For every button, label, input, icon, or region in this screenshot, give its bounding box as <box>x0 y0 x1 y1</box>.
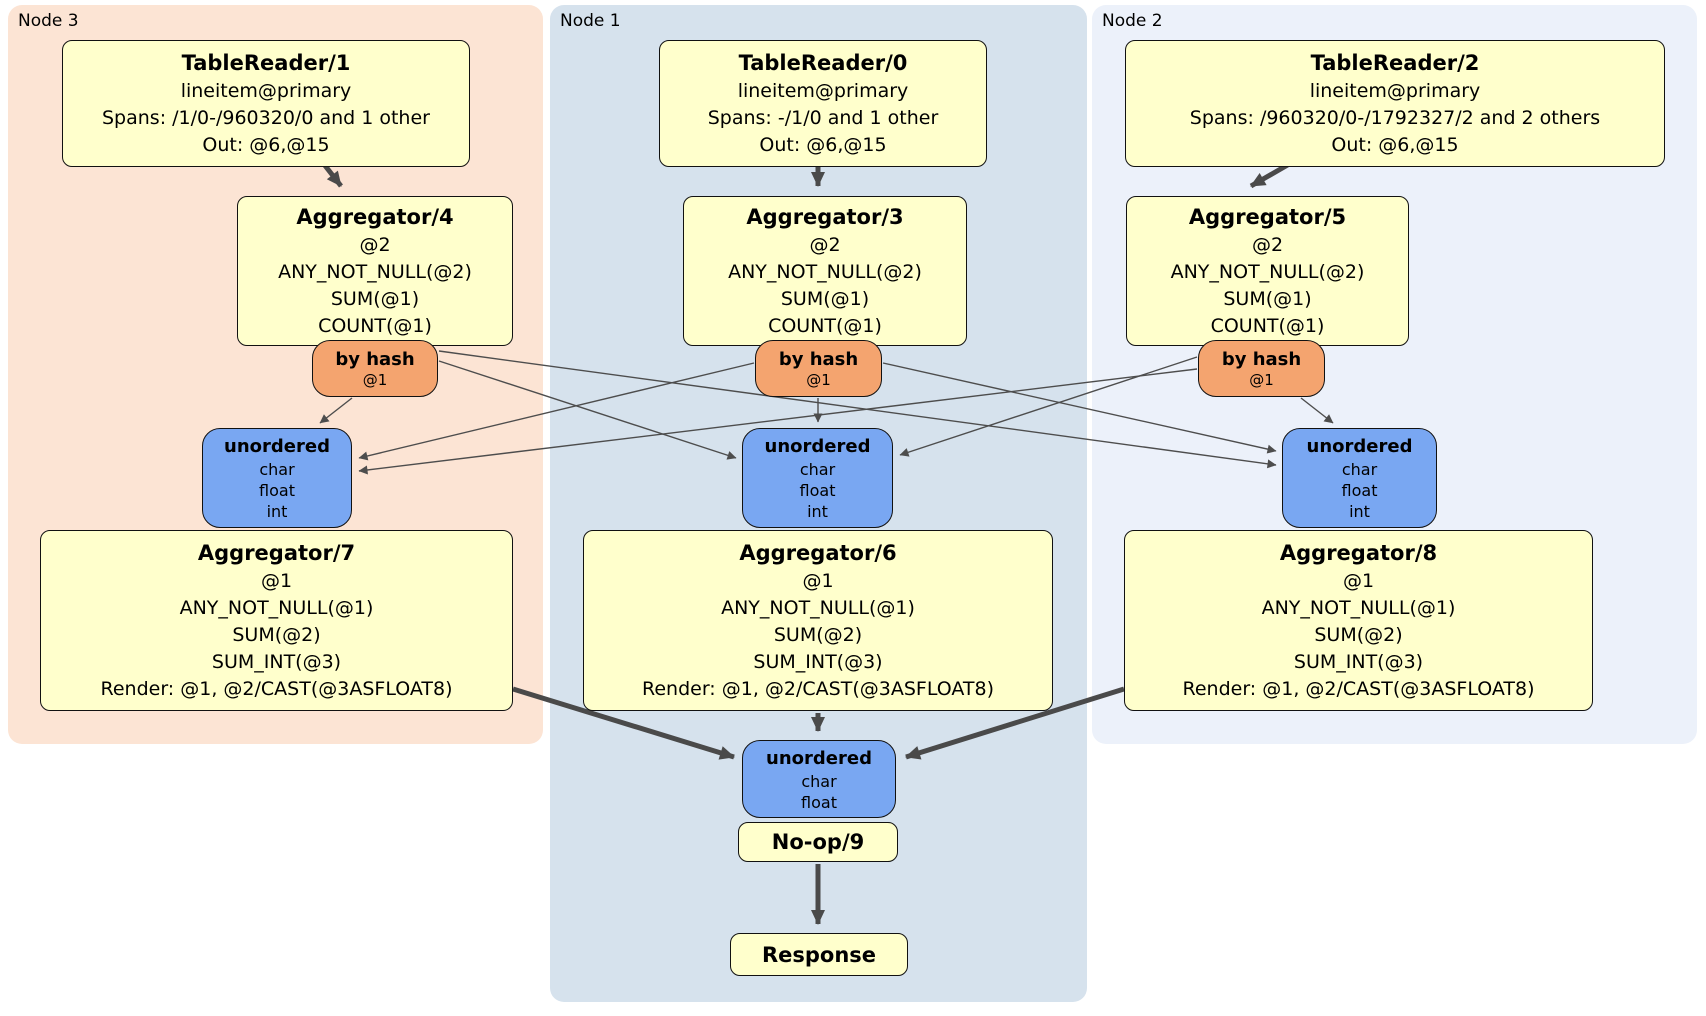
sync-node3-col2: float <box>259 481 295 500</box>
aggregator-5-fn1: ANY_NOT_NULL(@2) <box>1170 260 1365 283</box>
aggregator-4-fn1: ANY_NOT_NULL(@2) <box>278 260 472 283</box>
sync-final-col1: char <box>801 771 837 791</box>
sync-node1-col1: char <box>799 460 836 479</box>
processor-tablereader-2: TableReader/2 lineitem@primary Spans: /9… <box>1125 40 1665 167</box>
router-node3-title: by hash <box>335 348 415 370</box>
tablereader-2-title: TableReader/2 <box>1310 50 1480 75</box>
processor-aggregator-3: Aggregator/3 @2 ANY_NOT_NULL(@2) SUM(@1)… <box>683 196 967 346</box>
tablereader-2-spans: Spans: /960320/0-/1792327/2 and 2 others <box>1189 106 1601 129</box>
aggregator-8-render: Render: @1, @2/CAST(@3ASFLOAT8) <box>1182 677 1535 700</box>
aggregator-7-fn3: SUM_INT(@3) <box>211 650 342 673</box>
sync-node1-title: unordered <box>764 436 871 457</box>
aggregator-3-fn3: COUNT(@1) <box>768 314 882 337</box>
router-by-hash-node1: by hash @1 <box>755 340 882 397</box>
tablereader-0-out: Out: @6,@15 <box>759 133 887 156</box>
aggregator-8-title: Aggregator/8 <box>1279 540 1438 565</box>
aggregator-7-title: Aggregator/7 <box>197 540 356 565</box>
aggregator-4-group: @2 <box>359 233 391 256</box>
router-node2-title: by hash <box>1221 348 1302 370</box>
processor-tablereader-1: TableReader/1 lineitem@primary Spans: /1… <box>62 40 470 167</box>
sync-node3-col1: char <box>259 460 295 479</box>
router-node1-key: @1 <box>806 370 831 389</box>
aggregator-6-group: @1 <box>802 569 834 592</box>
aggregator-6-fn2: SUM(@2) <box>773 623 863 646</box>
tablereader-1-title: TableReader/1 <box>181 50 351 75</box>
sync-final-col2: float <box>801 792 837 812</box>
processor-noop-9: No-op/9 <box>738 822 898 862</box>
router-node2-key: @1 <box>1249 370 1274 389</box>
aggregator-5-group: @2 <box>1251 233 1284 256</box>
aggregator-5-title: Aggregator/5 <box>1188 204 1347 229</box>
sync-node2-col2: float <box>1341 481 1378 500</box>
sync-node1-col2: float <box>799 481 836 500</box>
aggregator-5-fn3: COUNT(@1) <box>1210 314 1325 337</box>
tablereader-0-title: TableReader/0 <box>738 50 908 75</box>
sync-node3-col3: int <box>266 502 288 521</box>
aggregator-6-fn3: SUM_INT(@3) <box>753 650 883 673</box>
sync-unordered-node3: unordered char float int <box>202 428 352 528</box>
aggregator-7-fn2: SUM(@2) <box>232 623 321 646</box>
aggregator-3-fn2: SUM(@1) <box>780 287 870 310</box>
processor-aggregator-8: Aggregator/8 @1 ANY_NOT_NULL(@1) SUM(@2)… <box>1124 530 1593 711</box>
region-node1-label: Node 1 <box>560 11 621 31</box>
aggregator-4-title: Aggregator/4 <box>296 204 454 229</box>
aggregator-6-render: Render: @1, @2/CAST(@3ASFLOAT8) <box>642 677 994 700</box>
tablereader-0-spans: Spans: -/1/0 and 1 other <box>707 106 939 129</box>
processor-aggregator-6: Aggregator/6 @1 ANY_NOT_NULL(@1) SUM(@2)… <box>583 530 1053 711</box>
aggregator-4-fn2: SUM(@1) <box>330 287 420 310</box>
aggregator-6-fn1: ANY_NOT_NULL(@1) <box>721 596 915 619</box>
sync-unordered-node2: unordered char float int <box>1282 428 1437 528</box>
sync-node2-col1: char <box>1341 460 1378 479</box>
region-node2-label: Node 2 <box>1102 11 1163 31</box>
response-node: Response <box>730 933 908 976</box>
aggregator-3-title: Aggregator/3 <box>746 204 904 229</box>
processor-aggregator-5: Aggregator/5 @2 ANY_NOT_NULL(@2) SUM(@1)… <box>1126 196 1409 346</box>
sync-node2-col3: int <box>1349 502 1370 521</box>
aggregator-7-render: Render: @1, @2/CAST(@3ASFLOAT8) <box>100 677 453 700</box>
aggregator-3-fn1: ANY_NOT_NULL(@2) <box>728 260 922 283</box>
tablereader-1-index: lineitem@primary <box>180 79 352 102</box>
processor-aggregator-4: Aggregator/4 @2 ANY_NOT_NULL(@2) SUM(@1)… <box>237 196 513 346</box>
processor-aggregator-7: Aggregator/7 @1 ANY_NOT_NULL(@1) SUM(@2)… <box>40 530 513 711</box>
response-title: Response <box>761 942 877 967</box>
aggregator-5-fn2: SUM(@1) <box>1223 287 1312 310</box>
tablereader-0-index: lineitem@primary <box>737 79 909 102</box>
sync-final-title: unordered <box>766 747 872 769</box>
tablereader-1-spans: Spans: /1/0-/960320/0 and 1 other <box>102 106 430 129</box>
sync-node1-col3: int <box>807 502 828 521</box>
sync-node2-title: unordered <box>1306 436 1413 457</box>
router-by-hash-node2: by hash @1 <box>1198 340 1325 397</box>
aggregator-7-fn1: ANY_NOT_NULL(@1) <box>179 596 374 619</box>
aggregator-8-group: @1 <box>1342 569 1375 592</box>
sync-unordered-node1: unordered char float int <box>742 428 893 528</box>
aggregator-4-fn3: COUNT(@1) <box>318 314 432 337</box>
region-node3-label: Node 3 <box>18 11 79 31</box>
tablereader-1-out: Out: @6,@15 <box>202 133 330 156</box>
processor-tablereader-0: TableReader/0 lineitem@primary Spans: -/… <box>659 40 987 167</box>
sync-unordered-final: unordered char float <box>742 740 896 818</box>
tablereader-2-index: lineitem@primary <box>1309 79 1481 102</box>
router-node3-key: @1 <box>362 370 388 389</box>
noop-9-title: No-op/9 <box>771 830 865 854</box>
aggregator-8-fn3: SUM_INT(@3) <box>1293 650 1424 673</box>
tablereader-2-out: Out: @6,@15 <box>1331 133 1459 156</box>
router-by-hash-node3: by hash @1 <box>312 340 438 397</box>
aggregator-8-fn2: SUM(@2) <box>1314 623 1403 646</box>
aggregator-7-group: @1 <box>260 569 293 592</box>
aggregator-3-group: @2 <box>809 233 841 256</box>
sync-node3-title: unordered <box>224 436 330 457</box>
router-node1-title: by hash <box>778 348 859 370</box>
aggregator-8-fn1: ANY_NOT_NULL(@1) <box>1261 596 1456 619</box>
aggregator-6-title: Aggregator/6 <box>739 540 897 565</box>
